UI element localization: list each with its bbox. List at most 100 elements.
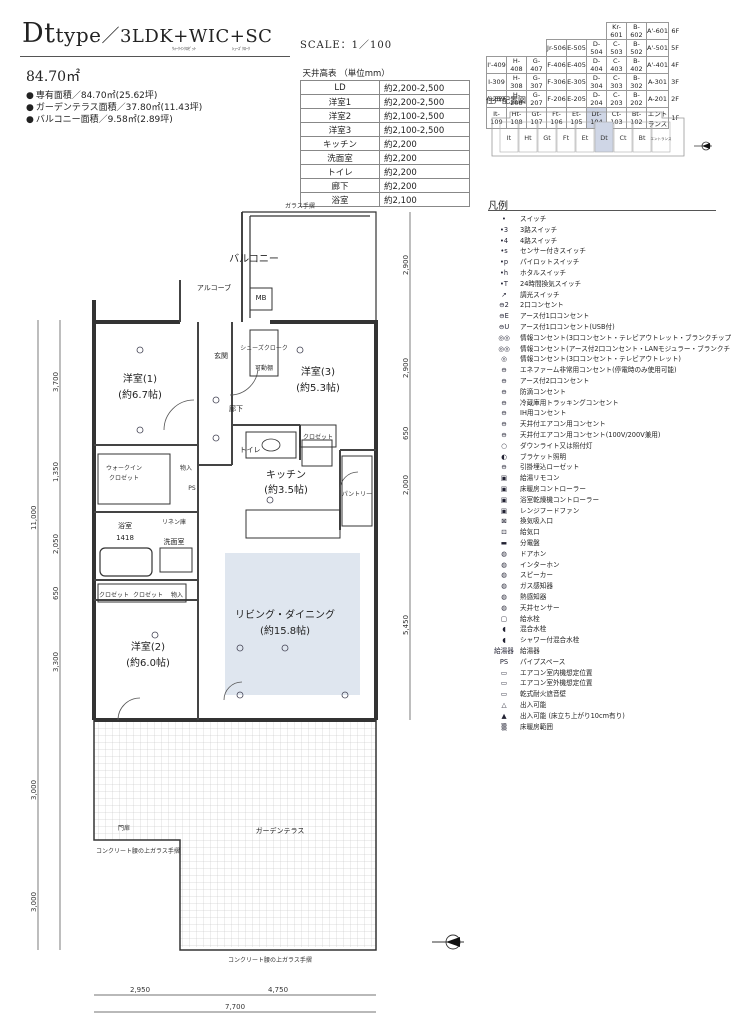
- legend-label: 防滴コンセント: [520, 387, 567, 396]
- legend-symbol-icon: ▭: [500, 690, 508, 699]
- legend-label: IH用コンセント: [520, 409, 567, 418]
- dim-left-5: 3,300: [52, 652, 60, 672]
- entrance-label: 玄関: [214, 351, 228, 360]
- layout-unit-label: エントランス: [651, 136, 672, 141]
- legend-item: ⊡給気口: [488, 527, 540, 537]
- legend-item: ◍インターホン: [488, 560, 559, 570]
- legend-symbol-icon: ▣: [500, 506, 508, 515]
- legend-symbol-icon: ◖: [502, 625, 506, 634]
- layout-unit-label: Ht: [524, 134, 532, 142]
- table-cell: [567, 23, 587, 40]
- legend-symbol-icon: ⊖: [501, 409, 507, 418]
- dim-right-3: 650: [402, 427, 410, 440]
- garden-terrace-edge: [93, 720, 377, 951]
- balcony-rail-label: ガラス手摺: [285, 202, 315, 210]
- legend-symbol-icon: ▭: [500, 668, 508, 677]
- dimension-lines: [37, 212, 411, 1013]
- gate-label: 門扉: [118, 824, 130, 832]
- legend-label: アース付2口コンセント: [520, 377, 590, 385]
- kitchen-counter: [245, 509, 341, 539]
- legend-symbol-icon: ⊖2: [499, 301, 509, 310]
- legend-symbol-icon: •h: [499, 269, 509, 277]
- garden-label: ガーデンテラス: [256, 826, 305, 835]
- legend-symbol-icon: ⊖: [501, 387, 507, 396]
- table-cell: B-402: [626, 56, 647, 74]
- legend-label: 換気吸入口: [520, 517, 553, 526]
- pantry-label: パントリー: [342, 491, 372, 498]
- legend-item: ↗調光スイッチ: [488, 290, 559, 300]
- legend-label: 24時間換気スイッチ: [520, 279, 582, 288]
- plan-title: Dttype／3LDK+WIC+SC: [22, 18, 272, 49]
- dim-right-2: 2,900: [402, 358, 410, 378]
- dim-left-4: 650: [52, 587, 60, 600]
- table-cell: [507, 23, 527, 40]
- layout-unit-label: Ct: [619, 134, 627, 142]
- legend-item: ◎情報コンセント(3口コンセント・テレビアウトレット): [488, 354, 681, 364]
- layout-unit-label: Ft: [563, 134, 570, 142]
- legend-item: ◍ドアホン: [488, 549, 546, 559]
- floor-label: 4F: [671, 61, 679, 69]
- table-cell: C-303: [606, 73, 627, 91]
- legend-label: 4路スイッチ: [520, 236, 558, 245]
- legend-item: ▣給湯リモコン: [488, 473, 560, 483]
- table-cell: [527, 40, 547, 57]
- table-cell: E-205: [566, 90, 587, 108]
- layout-unit-label: Bt: [638, 134, 645, 142]
- legend-symbol-icon: ◎◎: [498, 344, 510, 353]
- dim-right-1: 2,900: [402, 255, 410, 275]
- legend-item: ◎◎情報コンセント(3口コンセント・テレビアウトレット・ブランクチップ): [488, 333, 731, 343]
- dim-left-2: 1,350: [52, 462, 60, 482]
- table-cell: F-406: [546, 56, 567, 74]
- legend-item: ⊖ IH用コンセント: [488, 408, 566, 418]
- legend-item: ◍天井センサー: [488, 603, 559, 613]
- floor-heating-zone: [225, 553, 360, 695]
- legend-label: ブラケット照明: [520, 452, 567, 461]
- downlights: [136, 346, 349, 699]
- legend-label: スピーカー: [520, 571, 553, 580]
- legend-item: ◖シャワー付混合水栓: [488, 635, 579, 645]
- legend-label: 天井付エアコン用コンセント(100V/200V兼用): [520, 431, 661, 439]
- table-cell: E-505: [566, 39, 587, 57]
- table-row: 廊下約2,200: [300, 178, 470, 193]
- legend-label: シャワー付混合水栓: [520, 636, 580, 645]
- area-private: 専有面積／84.70㎡(25.62坪): [26, 88, 158, 101]
- range-hood-box: [301, 439, 333, 467]
- bathtub: [99, 547, 153, 577]
- wash-basin: [159, 547, 193, 573]
- legend-item: ◍熱感知器: [488, 592, 546, 602]
- legend-label: アース付1口コンセント(USB付): [520, 323, 615, 331]
- legend-item: △出入可能: [488, 700, 546, 710]
- north-arrow-icon: [432, 934, 464, 950]
- balcony-label: バルコニー: [229, 253, 279, 265]
- storage-label: 物入: [180, 464, 192, 472]
- legend-symbol-icon: ⊖E: [499, 312, 509, 321]
- legend-symbol-icon: ◍: [501, 549, 507, 558]
- floor-label: 5F: [671, 44, 679, 52]
- legend-item: ◎◎情報コンセント(アース付2口コンセント・LANモジュラー・ブランクチップ): [488, 344, 731, 354]
- table-cell: [527, 23, 547, 40]
- legend-item: ⊖天井付エアコン用コンセント(100V/200V兼用): [488, 430, 660, 440]
- room2-size: (約6.0帖): [126, 656, 170, 669]
- dim-left-1: 3,700: [52, 372, 60, 392]
- table-cell: B-302: [626, 73, 647, 91]
- legend-item: ⊖ 防滴コンセント: [488, 387, 566, 397]
- north-arrow-small-icon: [694, 141, 712, 151]
- door-swings: [117, 366, 359, 721]
- room3-closet-box: [299, 424, 337, 448]
- layout-unit-label: Gt: [543, 134, 551, 142]
- layout-unit: [632, 121, 652, 153]
- legend-symbol-icon: ⊖: [501, 420, 507, 429]
- legend-item: ▭乾式耐火遮音壁: [488, 689, 566, 699]
- legend-item: ▣床暖房コントローラー: [488, 484, 586, 494]
- sc-note: ｼｭｰｽﾞｸﾛｰｸ: [232, 46, 250, 51]
- area-garden: ガーデンテラス面積／37.80㎡(11.43坪): [26, 100, 202, 113]
- legend-symbol-icon: ▒: [501, 722, 507, 731]
- legend-item: •スイッチ: [488, 214, 546, 224]
- legend-label: 出入可能 (床立ち上がり10cm有り): [520, 711, 625, 720]
